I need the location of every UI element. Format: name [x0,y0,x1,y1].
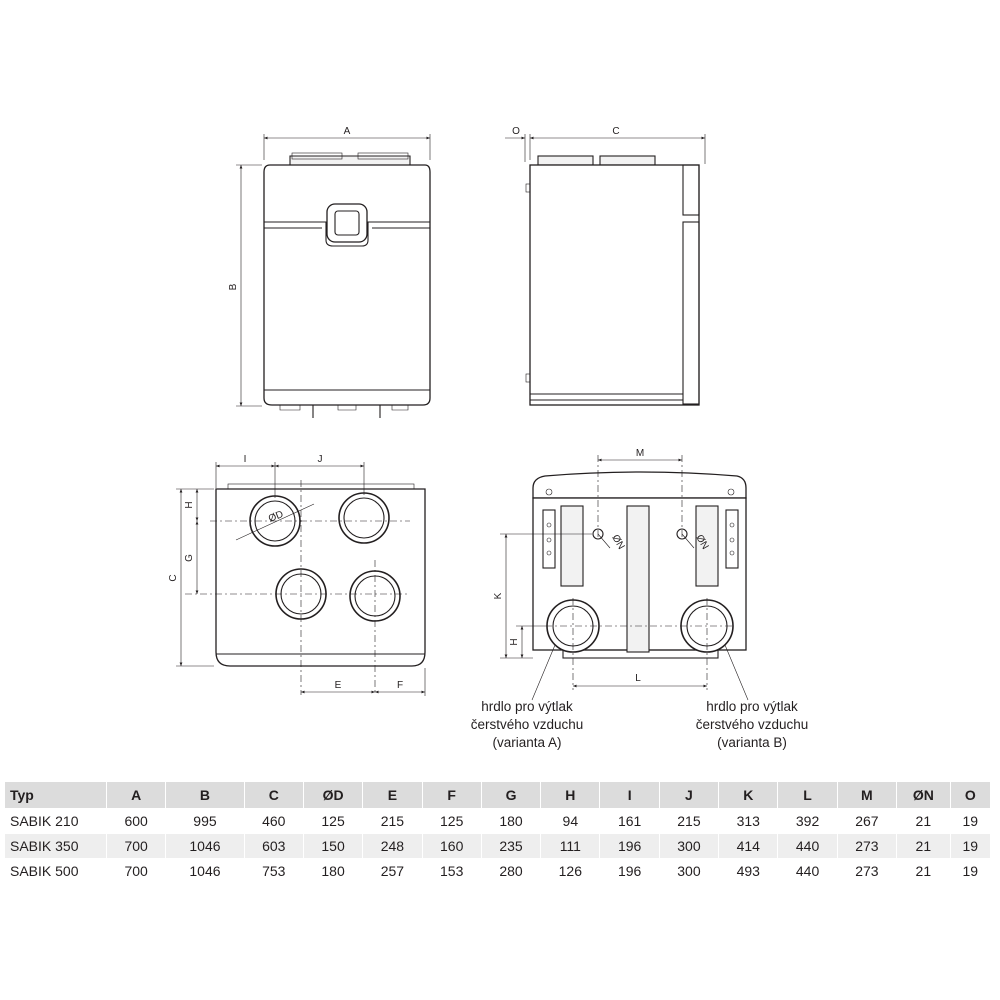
table-cell: 460 [244,808,304,834]
dim-label-j: J [318,454,323,465]
dim-label-h-top: H [184,501,195,508]
bottom-view: ØN ØN M K H L [493,448,749,701]
table-cell: 21 [896,858,951,883]
dim-label-f: F [397,680,403,691]
header-cell: A [106,782,167,809]
table-cell: 160 [422,833,482,859]
dim-label-k: K [493,592,504,599]
front-view: A B [228,126,431,418]
header-cell: C [244,782,304,809]
header-cell: H [540,782,601,809]
dim-label-c-side: C [612,126,619,137]
table-cell: 753 [244,858,304,883]
table-header-row: Typ A B C ØD E F G H I J K L M ØN O [5,782,992,809]
callout-variant-a: hrdlo pro výtlak čerstvého vzduchu (vari… [471,699,584,750]
table-cell: 300 [659,858,720,883]
table-cell: 267 [837,808,898,834]
dim-label-a: A [344,126,351,137]
callout-a-line3: (varianta A) [492,735,561,750]
dim-label-b: B [228,283,239,290]
side-view: O C [505,126,706,406]
table-cell: 125 [422,808,482,834]
table-cell: SABIK 350 [5,833,107,859]
callout-a-line2: čerstvého vzduchu [471,717,584,732]
header-cell: ØD [303,782,364,809]
technical-drawing: A B O C [168,126,809,750]
header-cell: K [718,782,779,809]
table-cell: SABIK 210 [5,808,107,834]
callout-b-line3: (varianta B) [717,735,787,750]
callout-b-line2: čerstvého vzduchu [696,717,809,732]
table-cell: 180 [481,808,542,834]
table-cell: 196 [599,858,660,883]
table-cell: SABIK 500 [5,858,107,883]
table-cell: 300 [659,833,720,859]
top-view: ØD I J H G C E F [168,454,426,696]
callout-a-line1: hrdlo pro výtlak [481,699,573,714]
dim-label-o: O [512,126,520,137]
table-cell: 215 [362,808,423,834]
header-cell: L [777,782,838,809]
table-row: SABIK 210 600 995 460 125 215 125 180 94… [5,808,992,834]
table-cell: 111 [540,833,601,859]
table-cell: 21 [896,833,951,859]
header-cell: G [481,782,542,809]
table-cell: 19 [950,858,992,883]
callout-variant-b: hrdlo pro výtlak čerstvého vzduchu (vari… [696,699,809,750]
dim-label-m: M [636,448,644,459]
header-cell: E [362,782,423,809]
table-cell: 126 [540,858,601,883]
dim-label-i: I [244,454,247,465]
dim-label-l: L [635,673,641,684]
header-cell: O [950,782,992,809]
table-cell: 1046 [165,833,245,859]
dim-label-g: G [184,554,195,562]
callout-b-line1: hrdlo pro výtlak [706,699,798,714]
table-cell: 150 [303,833,364,859]
table-cell: 603 [244,833,304,859]
table-cell: 600 [106,808,167,834]
table-cell: 313 [718,808,779,834]
dimensions-table: Typ A B C ØD E F G H I J K L M ØN O SABI… [5,782,992,883]
header-cell: M [837,782,898,809]
table-row: SABIK 350 700 1046 603 150 248 160 235 1… [5,833,992,859]
dim-label-h-bottom: H [509,638,520,645]
table-row: SABIK 500 700 1046 753 180 257 153 280 1… [5,858,992,883]
header-cell: B [165,782,245,809]
table-cell: 440 [777,833,838,859]
header-cell: ØN [896,782,951,809]
table-cell: 153 [422,858,482,883]
table-cell: 700 [106,833,167,859]
table-cell: 196 [599,833,660,859]
table-cell: 280 [481,858,542,883]
table-cell: 257 [362,858,423,883]
table-cell: 94 [540,808,601,834]
table-cell: 440 [777,858,838,883]
table-cell: 392 [777,808,838,834]
header-cell: J [659,782,720,809]
table-cell: 248 [362,833,423,859]
table-cell: 215 [659,808,720,834]
table-cell: 273 [837,858,898,883]
table-cell: 414 [718,833,779,859]
table-cell: 493 [718,858,779,883]
table-cell: 21 [896,808,951,834]
dim-label-d: ØD [267,509,285,525]
header-cell: I [599,782,660,809]
table-cell: 180 [303,858,364,883]
header-cell: F [422,782,482,809]
table-cell: 125 [303,808,364,834]
dim-label-e: E [335,680,342,691]
table-cell: 273 [837,833,898,859]
table-cell: 235 [481,833,542,859]
table-cell: 1046 [165,858,245,883]
table-cell: 161 [599,808,660,834]
table-cell: 995 [165,808,245,834]
table-cell: 19 [950,833,992,859]
header-cell: Typ [5,782,107,809]
table-cell: 700 [106,858,167,883]
dim-label-c-top: C [168,574,179,581]
table-cell: 19 [950,808,992,834]
